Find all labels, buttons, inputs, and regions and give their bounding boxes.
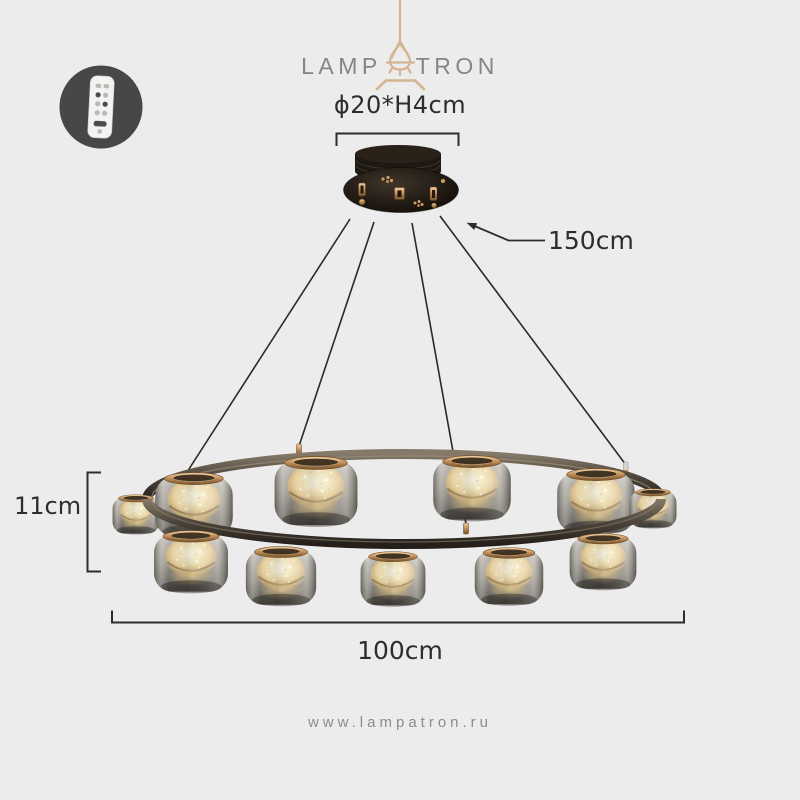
- ring-diameter-line: [111, 610, 685, 624]
- pendant-lamp-logo-icon: [375, 0, 426, 91]
- canopy-size-bracket: [335, 132, 460, 146]
- canopy-brass-fittings: [358, 175, 445, 209]
- cable-length-label: 150cm: [548, 226, 634, 255]
- chandelier-ring-front: [142, 498, 666, 549]
- logo-text-right: TRON: [415, 53, 499, 79]
- shade-height-label: 11cm: [14, 492, 82, 520]
- ring-diameter-label: 100cm: [357, 636, 443, 665]
- cable-connector-pin: [463, 522, 469, 535]
- website-text: www.lampatron.ru: [307, 714, 493, 731]
- brand-logo: LAMP TRON: [0, 53, 800, 80]
- glass-shade: [473, 546, 545, 607]
- glass-shade: [568, 532, 638, 592]
- glass-shade: [244, 545, 318, 608]
- suspension-cables: [179, 215, 627, 525]
- shade-height-bracket: [86, 471, 101, 573]
- glass-shade: [432, 454, 512, 523]
- glass-shade: [359, 550, 427, 608]
- glass-shade: [153, 529, 229, 595]
- glass-shade: [273, 455, 359, 529]
- cable-length-arrow: [466, 222, 545, 242]
- glass-shade: [111, 494, 161, 536]
- logo-text-left: LAMP: [301, 53, 382, 79]
- ceiling-canopy: [343, 145, 459, 213]
- canopy-size-label: ϕ20*H4cm: [333, 91, 467, 119]
- remote-control-icon: [59, 65, 143, 149]
